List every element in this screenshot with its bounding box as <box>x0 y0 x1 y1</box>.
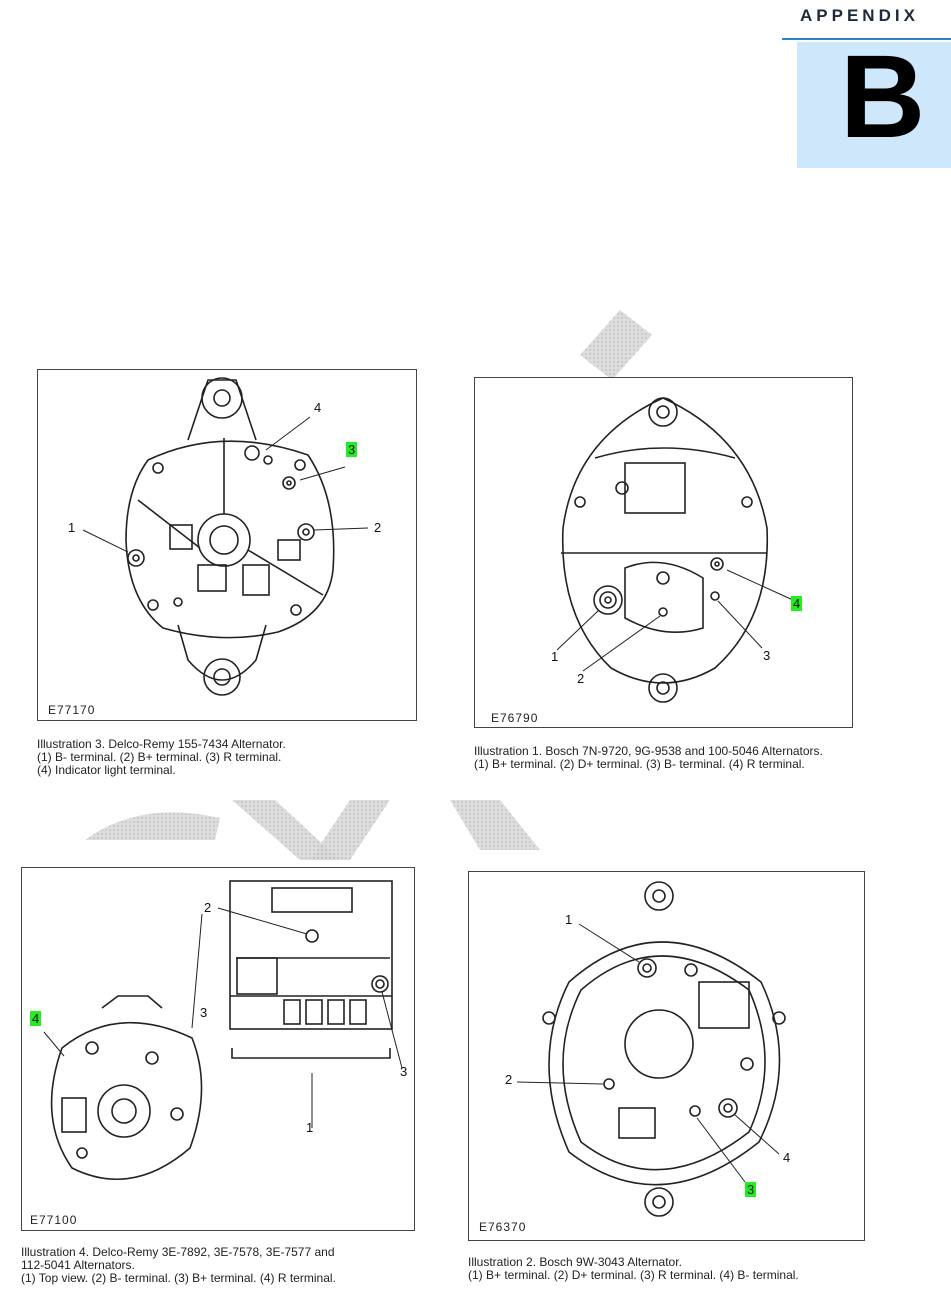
callout-1: 1 <box>306 1120 314 1135</box>
alternator-drawing-delco-155 <box>82 377 369 696</box>
callout-4-highlighted: 4 <box>791 596 803 611</box>
caption-line: Illustration 3. Delco-Remy 155-7434 Alte… <box>37 737 286 751</box>
caption-line: (1) Top view. (2) B- terminal. (3) B+ te… <box>21 1271 336 1285</box>
figure-code: E76790 <box>491 711 539 725</box>
callout-2: 2 <box>374 520 382 535</box>
caption-line: Illustration 2. Bosch 9W-3043 Alternator… <box>468 1255 682 1269</box>
callout-4: 4 <box>314 400 322 415</box>
figure-code: E77170 <box>48 703 96 717</box>
figure-illustration-4: 2 3 4 3 1 E77100 <box>21 867 415 1231</box>
callout-3-highlighted: 3 <box>346 442 358 457</box>
figure-code: E77100 <box>30 1213 78 1227</box>
caption-line: (1) B- terminal. (2) B+ terminal. (3) R … <box>37 750 282 764</box>
figure-illustration-2: 1 2 4 3 E76370 <box>468 871 865 1241</box>
callout-1: 1 <box>551 649 559 664</box>
alternator-drawing-bosch-9w <box>516 881 786 1217</box>
callout-1: 1 <box>565 912 573 927</box>
callout-1: 1 <box>68 520 76 535</box>
callout-4-highlighted: 4 <box>30 1011 42 1026</box>
figure-code: E76370 <box>479 1220 527 1234</box>
caption-line: (1) B+ terminal. (2) D+ terminal. (3) R … <box>468 1268 799 1282</box>
callout-4: 4 <box>783 1150 791 1165</box>
callout-3: 3 <box>763 648 771 663</box>
figure-illustration-1: 4 3 1 2 E76790 <box>474 377 853 728</box>
figure-illustration-3: 4 3 2 1 E77170 <box>37 369 417 721</box>
caption-line: (1) B+ terminal. (2) D+ terminal. (3) B-… <box>474 757 805 771</box>
callout-3-highlighted: 3 <box>745 1182 757 1197</box>
caption-line: Illustration 1. Bosch 7N-9720, 9G-9538 a… <box>474 744 823 758</box>
appendix-heading: APPENDIX <box>800 6 919 25</box>
caption-illustration-4: Illustration 4. Delco-Remy 3E-7892, 3E-7… <box>21 1246 336 1285</box>
callout-2-top-view: 2 <box>204 900 212 915</box>
callout-3-top-view: 3 <box>400 1064 408 1079</box>
caption-illustration-3: Illustration 3. Delco-Remy 155-7434 Alte… <box>37 738 286 777</box>
header-rule <box>782 38 951 40</box>
alternator-drawing-delco-3e <box>43 880 403 1180</box>
callout-2: 2 <box>577 671 585 686</box>
caption-line: (4) Indicator light terminal. <box>37 763 176 777</box>
callout-3: 3 <box>200 1005 208 1020</box>
caption-illustration-2: Illustration 2. Bosch 9W-3043 Alternator… <box>468 1256 799 1282</box>
alternator-drawing-bosch-7n <box>556 397 794 703</box>
caption-line: 112-5041 Alternators. <box>21 1258 135 1272</box>
appendix-letter: B <box>840 31 926 163</box>
callout-2: 2 <box>505 1072 513 1087</box>
caption-illustration-1: Illustration 1. Bosch 7N-9720, 9G-9538 a… <box>474 745 823 771</box>
caption-line: Illustration 4. Delco-Remy 3E-7892, 3E-7… <box>21 1245 335 1259</box>
appendix-tab <box>797 42 951 168</box>
